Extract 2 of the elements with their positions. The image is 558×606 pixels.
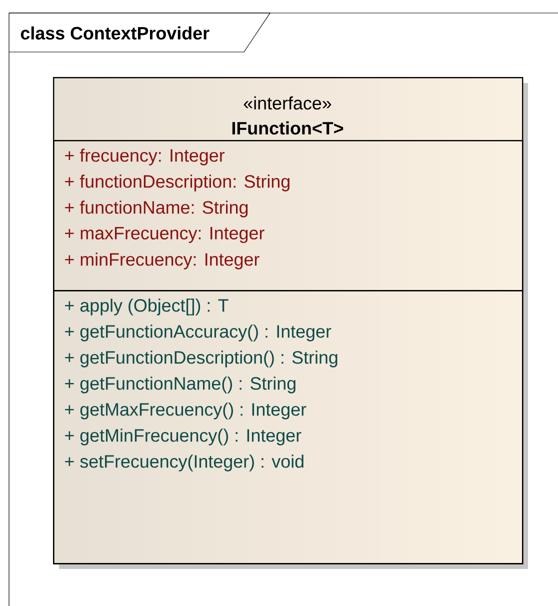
- attribute-compartment: + frecuency: Integer + functionDescription: String + functionName: String + maxFrecuency: Integer + minFrecuency: Integer: [53, 140, 524, 292]
- operation-compartment: + apply (Object[]) : T + getFunctionAccuracy() : Integer + getFunctionDescription() : String + getFunctionName() : String + getMaxFrecuency() : Integer + getMinFrecuency() : Integer + setFrecuency(Integer) : void: [53, 290, 524, 564]
